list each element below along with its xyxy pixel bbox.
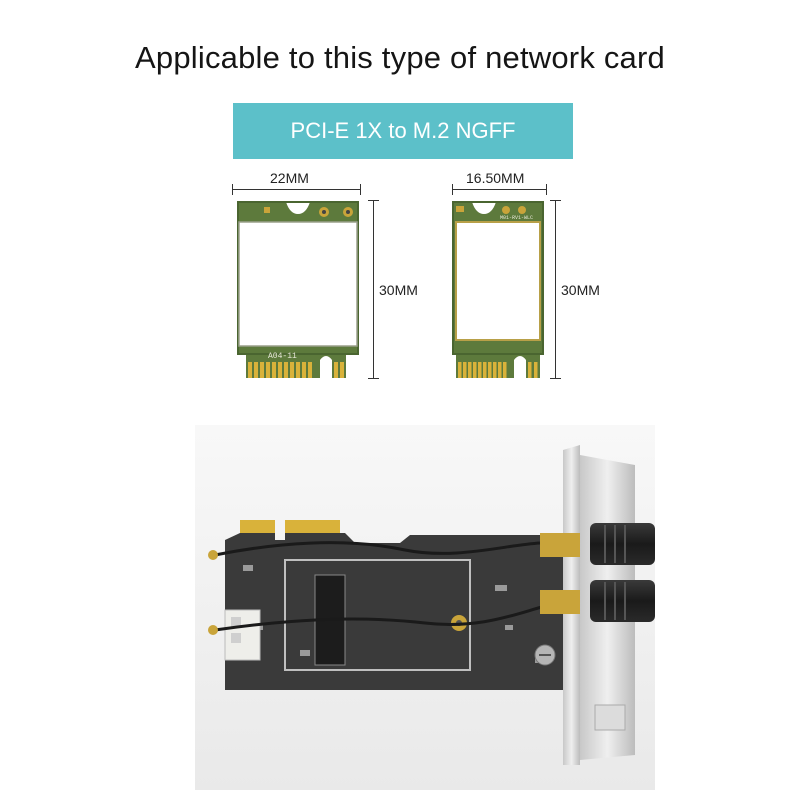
width-label-left: 22MM — [270, 170, 309, 186]
chip-text-right: M01-RV1-WLC — [500, 215, 533, 221]
height-dimension-line-right — [555, 200, 556, 378]
dim-tick — [368, 200, 379, 201]
m2-card-1630-image: M01-RV1-WLC — [452, 201, 544, 378]
dim-tick — [368, 378, 379, 379]
height-label-right: 30MM — [561, 282, 600, 298]
dim-tick — [360, 184, 361, 195]
pcie-adapter-photo — [195, 425, 655, 790]
chip-text-left: A04-11 — [268, 352, 297, 361]
dim-tick — [550, 200, 561, 201]
headline: Applicable to this type of network card — [135, 40, 665, 75]
width-dimension-line-left — [232, 189, 360, 190]
height-dimension-line-left — [373, 200, 374, 378]
dim-tick — [550, 378, 561, 379]
dim-tick — [232, 184, 233, 195]
dim-tick — [546, 184, 547, 195]
dim-tick — [452, 184, 453, 195]
height-label-left: 30MM — [379, 282, 418, 298]
adapter-type-banner: PCI-E 1X to M.2 NGFF — [233, 103, 573, 159]
banner-label: PCI-E 1X to M.2 NGFF — [290, 118, 516, 143]
m2-card-2230-image: A04-11 — [237, 201, 359, 378]
width-label-right: 16.50MM — [466, 170, 525, 186]
width-dimension-line-right — [452, 189, 546, 190]
